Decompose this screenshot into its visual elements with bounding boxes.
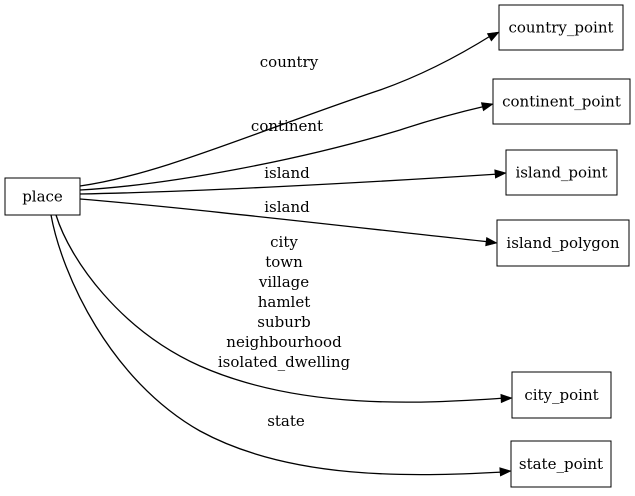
edge-label-line: island [264, 164, 310, 182]
node-label-continent_point: continent_point [502, 93, 621, 111]
node-island_polygon[interactable]: island_polygon [496, 219, 630, 267]
edge-label-place-to-city_point: city town village hamlet suburb neighbourhood… [218, 233, 351, 371]
arrowhead-place-to-continent_point [480, 102, 494, 112]
edges-layer [50, 31, 513, 477]
edge-place-to-island_polygon [79, 198, 491, 243]
node-box-island_point[interactable] [505, 149, 618, 196]
arrowhead-place-to-state_point [499, 467, 512, 477]
node-box-place[interactable] [4, 177, 81, 216]
node-place[interactable]: place [4, 177, 81, 216]
node-country_point[interactable]: country_point [498, 4, 624, 51]
node-box-island_polygon[interactable] [496, 219, 630, 267]
nodes-layer: place country_point continent_point island_… [4, 4, 631, 488]
node-label-state_point: state_point [519, 455, 603, 473]
arrowhead-place-to-island_polygon [485, 237, 498, 247]
edge-label-line: country [260, 53, 319, 71]
arrowhead-place-to-country_point [486, 31, 500, 42]
edge-label-line: town [265, 253, 303, 271]
node-label-country_point: country_point [508, 19, 613, 37]
edge-label-line: village [258, 273, 309, 291]
edge-label-line: continent [251, 117, 323, 135]
edge-label-place-to-island_point: island [264, 164, 310, 182]
edge-label-place-to-island_polygon: island [264, 198, 310, 216]
node-label-place: place [22, 188, 63, 206]
edge-label-line: island [264, 198, 310, 216]
edge-label-place-to-state_point: state [267, 412, 305, 430]
edge-label-line: isolated_dwelling [218, 353, 351, 371]
node-label-island_point: island_point [515, 164, 607, 182]
edge-label-line: neighbourhood [226, 333, 342, 351]
node-box-country_point[interactable] [498, 4, 624, 51]
node-box-continent_point[interactable] [492, 78, 631, 125]
edge-label-line: city [270, 233, 298, 251]
node-box-state_point[interactable] [510, 440, 612, 488]
edge-label-place-to-country_point: country [260, 53, 319, 71]
edge-place-to-continent_point [79, 105, 487, 191]
edge-label-line: hamlet [258, 293, 311, 311]
edge-place-to-island_point [79, 173, 500, 195]
edge-label-place-to-continent_point: continent [251, 117, 323, 135]
edge-place-to-country_point [79, 34, 493, 187]
node-box-city_point[interactable] [511, 371, 612, 419]
edge-labels-layer: country continent island island city town vill… [218, 53, 351, 430]
edge-place-to-state_point [50, 214, 505, 476]
node-continent_point[interactable]: continent_point [492, 78, 631, 125]
node-label-city_point: city_point [524, 386, 598, 404]
node-city_point[interactable]: city_point [511, 371, 612, 419]
node-island_point[interactable]: island_point [505, 149, 618, 196]
arrowhead-place-to-island_point [494, 169, 507, 179]
edge-label-line: suburb [257, 313, 310, 331]
edge-place-to-city_point [55, 214, 506, 403]
edge-label-line: state [267, 412, 305, 430]
node-state_point[interactable]: state_point [510, 440, 612, 488]
arrowhead-place-to-city_point [500, 393, 513, 404]
node-label-island_polygon: island_polygon [506, 234, 620, 252]
